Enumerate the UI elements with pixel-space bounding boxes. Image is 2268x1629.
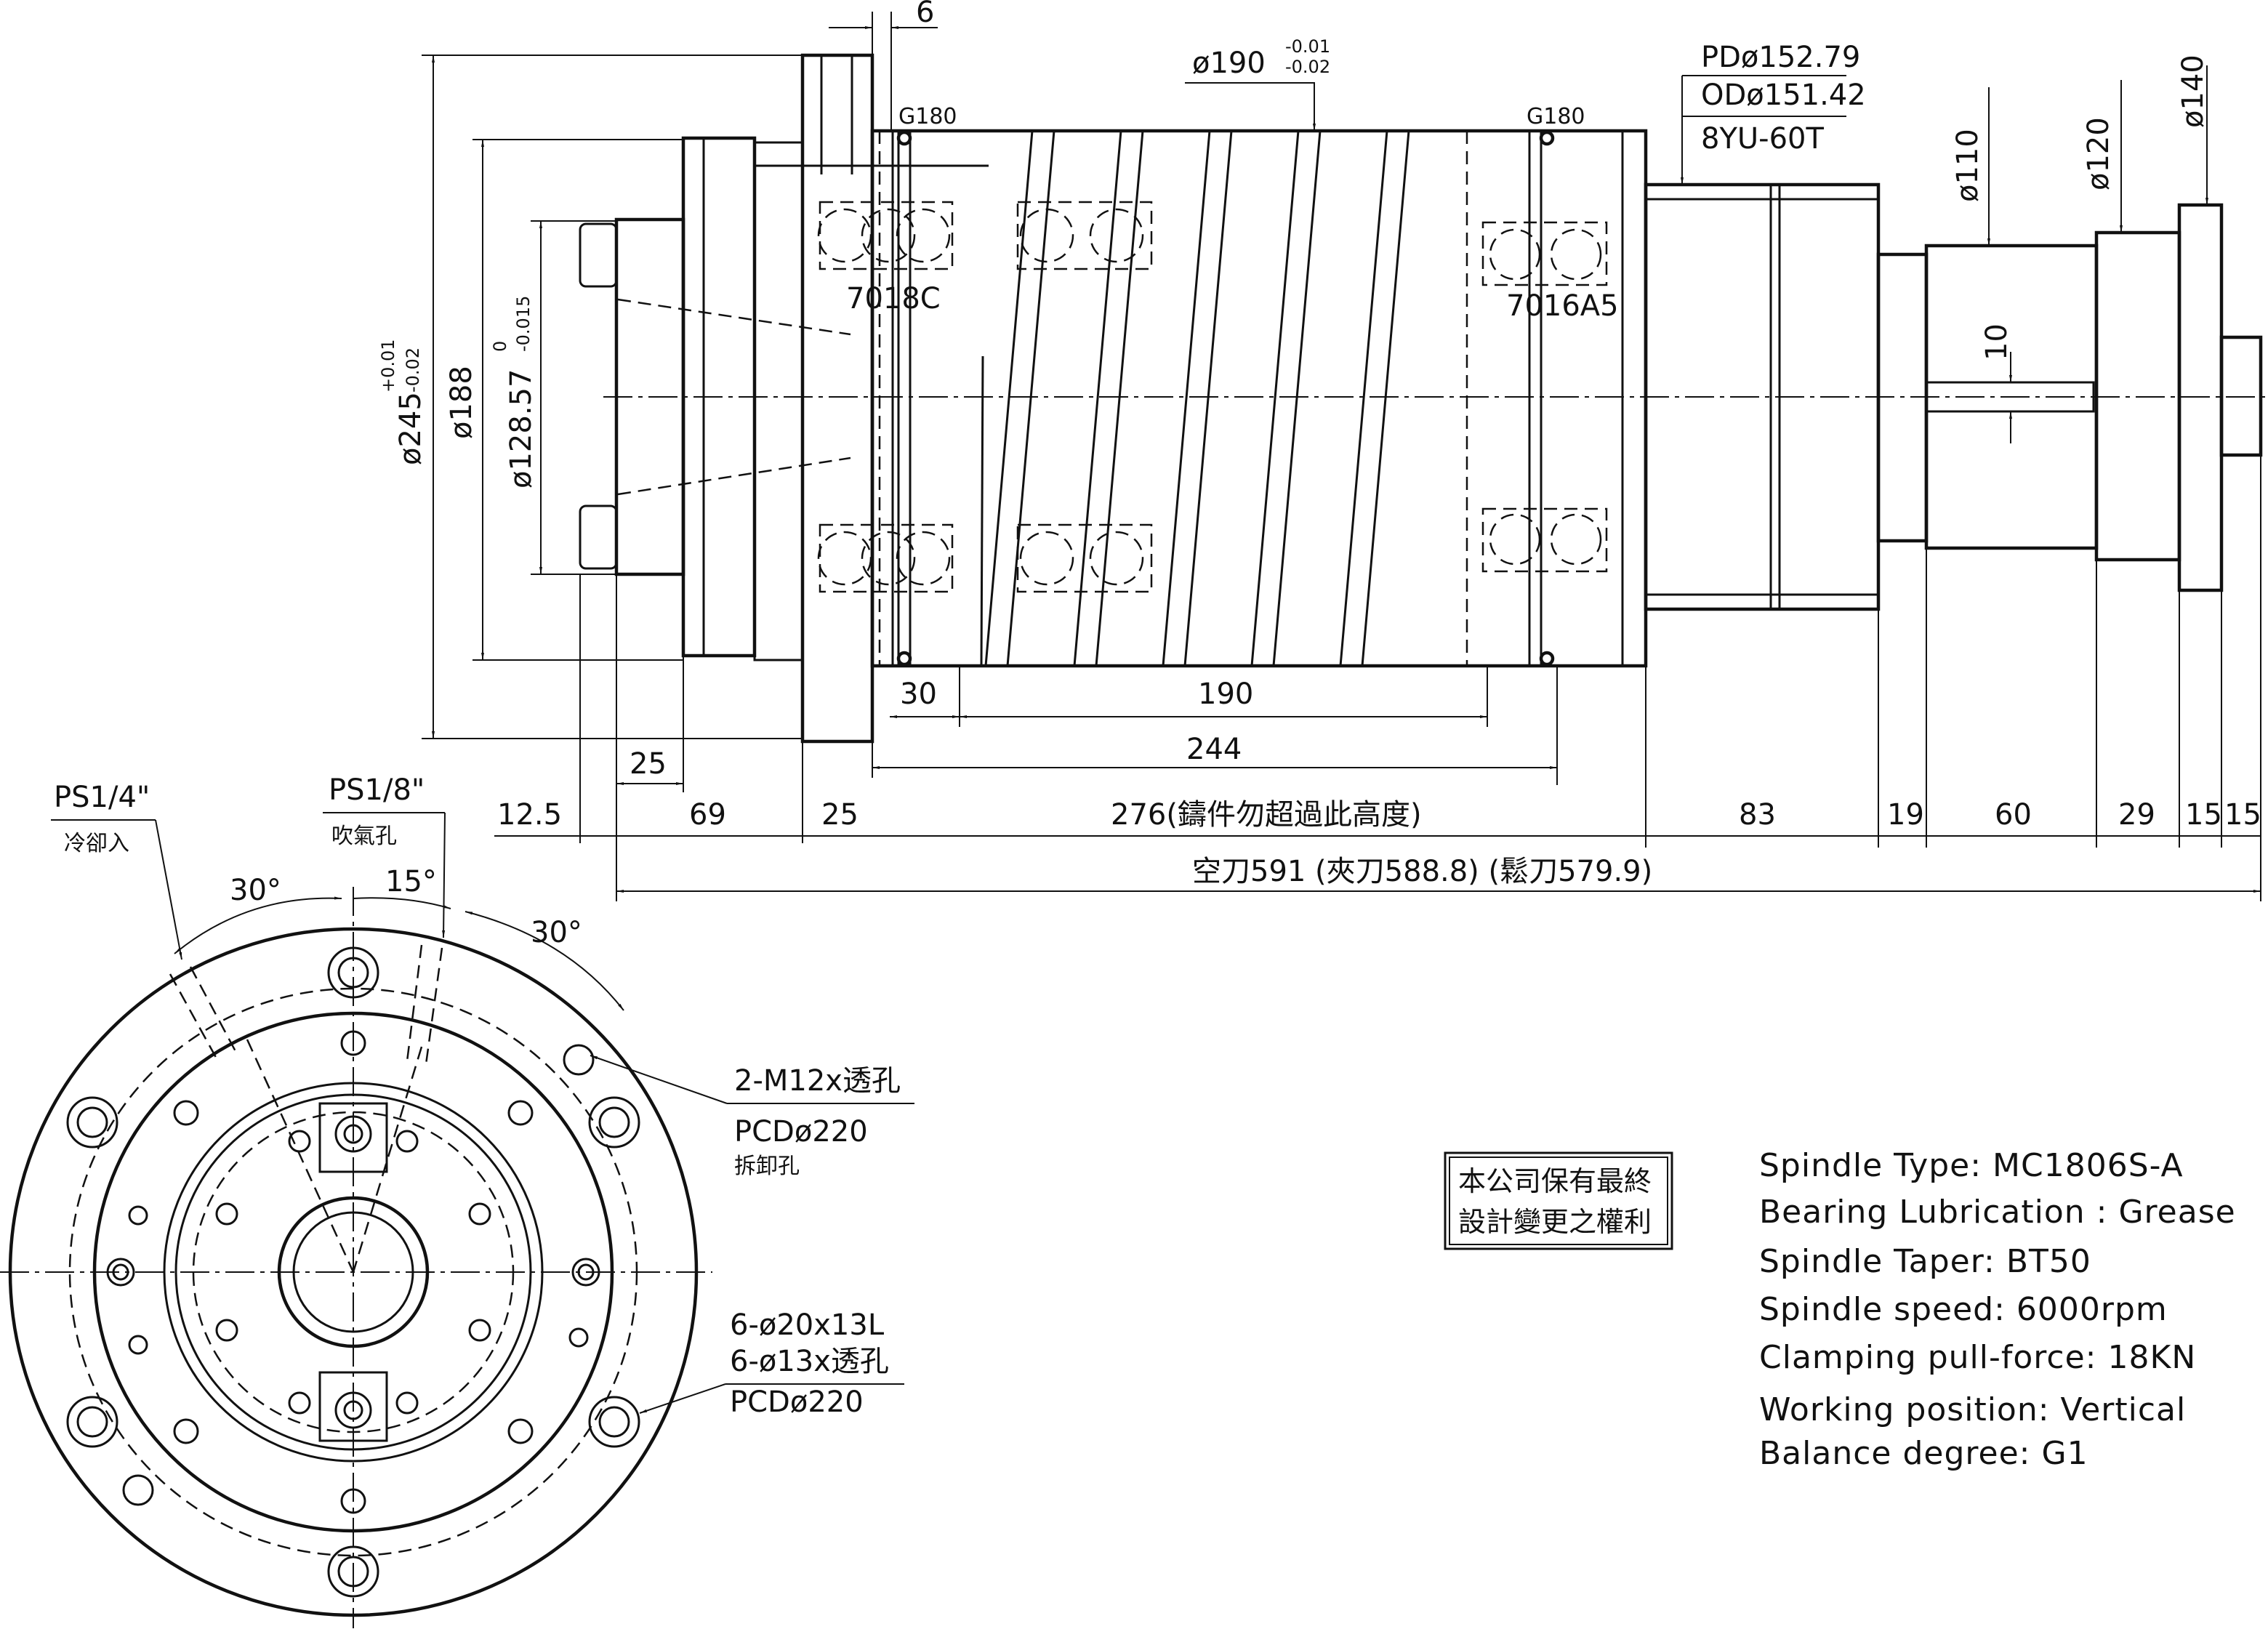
dim-d190-up: -0.01 — [1285, 36, 1330, 57]
dim-25b: 25 — [821, 798, 858, 832]
dim-190: 190 — [1198, 677, 1253, 711]
label-d140: ø140 — [2176, 55, 2210, 128]
front-bearings — [817, 201, 1153, 593]
label-removal-hole: 拆卸孔 — [734, 1154, 800, 1179]
dim-d190-lo: -0.02 — [1285, 57, 1330, 77]
dim-25a: 25 — [630, 747, 667, 781]
spec-taper: Spindle Taper: BT50 — [1759, 1243, 2091, 1280]
label-pcd220a: PCDø220 — [734, 1115, 868, 1149]
front-view: PS1/4" 冷卻入 PS1/8" 吹氣孔 30° 15° 30° 2-M12x… — [0, 773, 914, 1628]
dim-15b: 15 — [2224, 798, 2261, 832]
flange-outer-circle — [8, 927, 699, 1617]
label-d110: ø110 — [1951, 129, 1984, 202]
dim-30: 30 — [900, 677, 937, 711]
spec-speed: Spindle speed: 6000rpm — [1759, 1291, 2168, 1328]
notice-line2: 設計變更之權利 — [1458, 1206, 1652, 1238]
spec-pull-force: Clamping pull-force: 18KN — [1759, 1339, 2196, 1376]
dim-244: 244 — [1186, 733, 1242, 766]
spec-list: Spindle Type: MC1806S-A Bearing Lubricat… — [1759, 1147, 2236, 1472]
flange — [800, 53, 874, 744]
label-m12: 2-M12x透孔 — [734, 1064, 901, 1098]
rear-bearings — [1481, 221, 1608, 573]
dim-19: 19 — [1887, 798, 1924, 832]
label-7016a5: 7016A5 — [1506, 289, 1619, 323]
label-h20: 6-ø20x13L — [730, 1308, 885, 1342]
outer-bolt-holes — [66, 946, 640, 1598]
label-od: ODø151.42 — [1701, 79, 1866, 112]
spec-lubrication: Bearing Lubrication : Grease — [1759, 1194, 2236, 1231]
label-ps18: PS1/8" — [329, 773, 425, 807]
spec-type: Spindle Type: MC1806S-A — [1759, 1147, 2184, 1184]
label-d10: 10 — [1980, 323, 2014, 361]
side-view: ø245 +0.01 -0.02 ø188 ø128.57 0 -0.015 6… — [378, 0, 2268, 901]
dim-69: 69 — [689, 798, 726, 832]
dim-d128-lo: -0.015 — [513, 296, 534, 352]
label-ps14: PS1/4" — [54, 781, 150, 814]
dim-total: 空刀591 (夾刀588.8) (鬆刀579.9) — [1192, 855, 1652, 888]
label-belt: 8YU-60T — [1701, 122, 1824, 156]
dim-6: 6 — [916, 0, 934, 29]
label-7018c: 7018C — [846, 282, 941, 315]
dim-29: 29 — [2118, 798, 2155, 832]
spec-position: Working position: Vertical — [1759, 1391, 2186, 1428]
label-h13: 6-ø13x透孔 — [730, 1345, 889, 1378]
label-coolant-in: 冷卻入 — [64, 831, 129, 856]
inner-holes — [215, 1130, 491, 1415]
label-g180-rear: G180 — [1527, 104, 1585, 129]
dim-12-5: 12.5 — [497, 798, 562, 832]
dim-83: 83 — [1739, 798, 1776, 832]
middle-holes — [106, 1030, 600, 1514]
label-pcd220b: PCDø220 — [730, 1385, 864, 1419]
dim-d128-up: 0 — [490, 341, 510, 352]
spec-balance: Balance degree: G1 — [1759, 1435, 2088, 1472]
dim-276: 276(鑄件勿超過此高度) — [1111, 798, 1422, 832]
notice-line1: 本公司保有最終 — [1458, 1165, 1652, 1197]
dim-60: 60 — [1995, 798, 2032, 832]
label-air-hole: 吹氣孔 — [331, 824, 397, 849]
angle-15: 15° — [385, 865, 437, 898]
dim-15a: 15 — [2185, 798, 2222, 832]
notice-box: 本公司保有最終 設計變更之權利 — [1444, 1151, 1673, 1250]
label-d120: ø120 — [2082, 117, 2115, 190]
label-pd: PDø152.79 — [1701, 41, 1860, 74]
dim-d245-lo: -0.02 — [403, 347, 423, 393]
dim-d190-tol: ø190 — [1192, 47, 1266, 80]
angle-30a: 30° — [230, 874, 281, 907]
angle-30b: 30° — [531, 916, 582, 949]
dim-d245: ø245 — [394, 392, 427, 465]
cooling-ribs — [980, 129, 1410, 667]
label-g180-front: G180 — [898, 104, 957, 129]
dim-d128: ø128.57 — [504, 369, 538, 488]
dim-d188: ø188 — [445, 366, 478, 439]
dim-d245-up: +0.01 — [378, 339, 398, 393]
shaft-nose — [2219, 335, 2263, 457]
